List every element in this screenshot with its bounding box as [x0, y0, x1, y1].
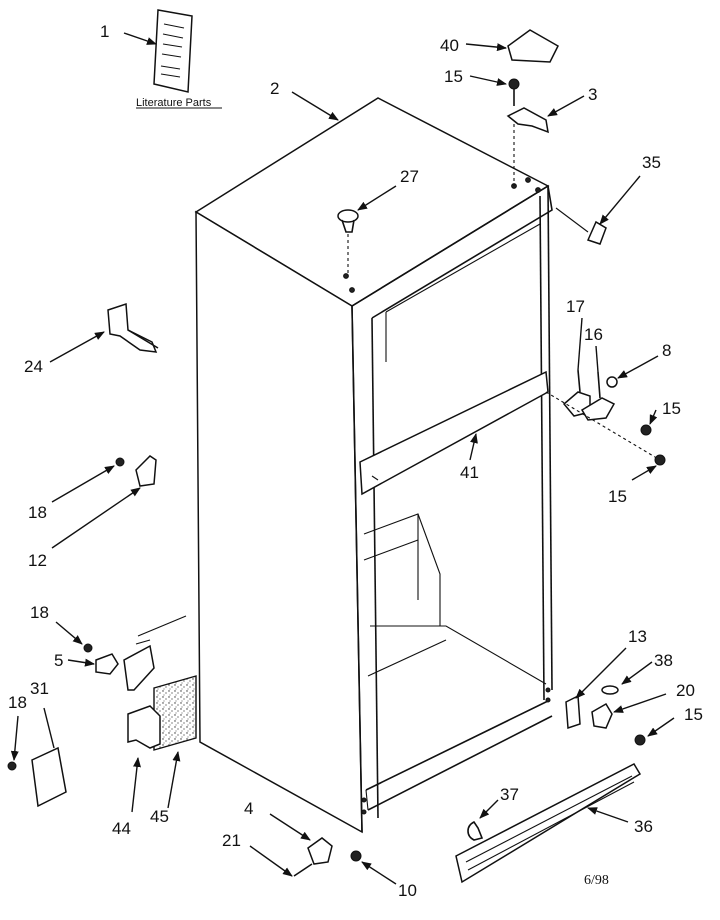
- washer-part: [601, 685, 619, 695]
- literature-booklet-part: [153, 9, 193, 93]
- callout-3: 3: [588, 85, 597, 104]
- hinge-pin-part: [591, 702, 613, 729]
- top-hinge-part: [506, 107, 549, 134]
- center-hinge-part: [545, 369, 661, 461]
- callout-12: 12: [28, 551, 47, 570]
- plug-part: [337, 209, 359, 276]
- callout-5: 5: [54, 651, 63, 670]
- callout-21: 21: [222, 831, 241, 850]
- callout-31: 31: [30, 679, 49, 698]
- callout-15-top: 15: [444, 67, 463, 86]
- callout-15-right-lower: 15: [608, 487, 627, 506]
- lower-bracket-part: [127, 705, 161, 749]
- hinge-bracket-part: [95, 653, 119, 675]
- callout-20: 20: [676, 681, 695, 700]
- callout-37: 37: [500, 785, 519, 804]
- toe-grille-part: [455, 763, 642, 884]
- callout-18-mid: 18: [28, 503, 47, 522]
- callout-13: 13: [628, 627, 647, 646]
- door-stop-part: [586, 220, 607, 245]
- callout-44: 44: [112, 819, 131, 838]
- refrigerator-cabinet: [194, 97, 553, 834]
- callout-16: 16: [584, 325, 603, 344]
- screw-part: [508, 78, 520, 106]
- callout-15-right-upper: 15: [662, 399, 681, 418]
- callout-4: 4: [244, 799, 253, 818]
- callout-40: 40: [440, 36, 459, 55]
- callout-45: 45: [150, 807, 169, 826]
- roller-part: [307, 837, 333, 865]
- callout-17: 17: [566, 297, 585, 316]
- date-code: 6/98: [584, 873, 609, 888]
- clip-part: [467, 820, 484, 841]
- callout-2: 2: [270, 79, 279, 98]
- callout-24: 24: [24, 357, 43, 376]
- callout-27: 27: [400, 167, 419, 186]
- callout-41: 41: [460, 463, 479, 482]
- callout-15-bottom: 15: [684, 705, 703, 724]
- callout-35: 35: [642, 153, 661, 172]
- callout-10: 10: [398, 881, 417, 900]
- bracket-part: [107, 302, 158, 353]
- callout-38: 38: [654, 651, 673, 670]
- callout-1: 1: [100, 22, 109, 41]
- literature-parts-label: Literature Parts: [136, 97, 212, 109]
- hinge-cover-bottom-part: [31, 746, 67, 808]
- hinge-cover-part: [507, 29, 559, 63]
- callout-8: 8: [662, 341, 671, 360]
- callout-18-lower: 18: [30, 603, 49, 622]
- callout-18-bottom: 18: [8, 693, 27, 712]
- callout-36: 36: [634, 817, 653, 836]
- bottom-hinge-part: [565, 694, 581, 730]
- side-bracket-part: [135, 455, 157, 487]
- leader-lines: [10, 32, 675, 885]
